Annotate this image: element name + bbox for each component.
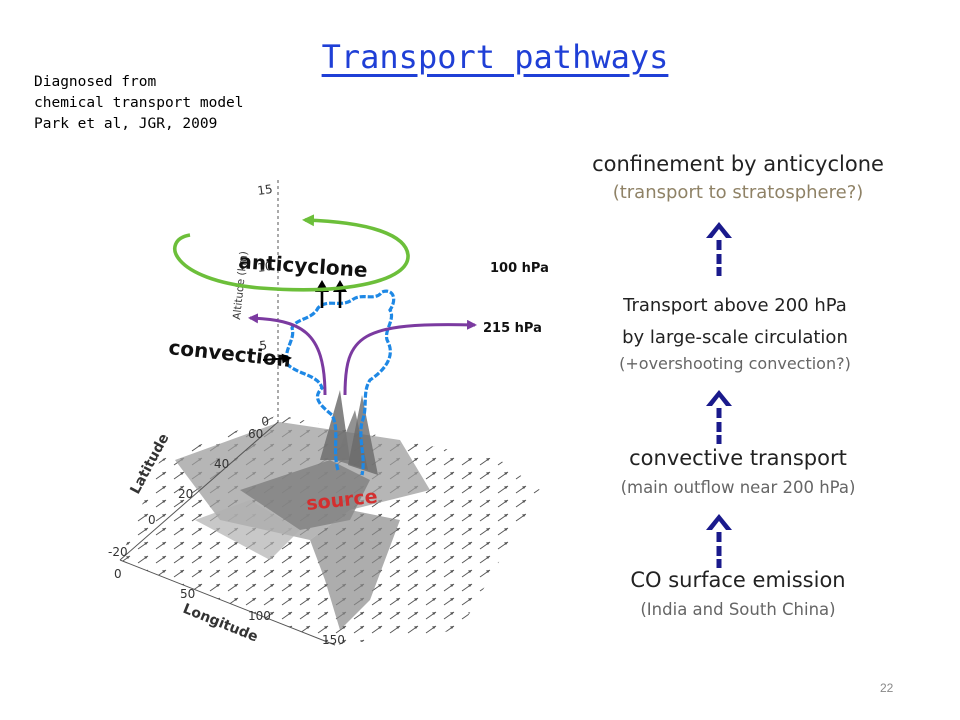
anticyclone-label: anticyclone: [238, 249, 369, 282]
anticyclone-loop: [173, 214, 410, 292]
terrain-surface: [120, 390, 540, 645]
citation-note: Diagnosed from chemical transport model …: [34, 72, 244, 135]
outflow-arrow-left: [248, 313, 327, 396]
longitude-tick-0: 0: [114, 567, 122, 581]
step-subtitle: (+overshooting convection?): [619, 354, 851, 373]
latitude-tick-60: 60: [248, 427, 263, 441]
transport-figure: 15 10 5 0 Altitude (km) 60 40 20 0 -20 L…: [108, 180, 549, 647]
longitude-tick-100: 100: [248, 609, 271, 623]
altitude-tick-10: 10: [256, 259, 273, 275]
step-large-scale-circulation: Transport above 200 hPa by large-scale c…: [520, 290, 950, 373]
up-arrow-icon: [706, 222, 732, 276]
latitude-tick-0: 0: [148, 513, 156, 527]
up-arrow-icon: [706, 514, 732, 568]
page-number: 22: [880, 681, 894, 695]
outflow-arrow-right: [343, 319, 477, 396]
longitude-axis-line: [119, 559, 336, 646]
step-title-line: by large-scale circulation: [622, 327, 848, 348]
latitude-axis-line: [119, 421, 279, 561]
longitude-tick-50: 50: [180, 587, 195, 601]
latitude-tick-minus20: -20: [108, 545, 128, 559]
altitude-tick-5: 5: [258, 338, 268, 353]
latitude-tick-40: 40: [214, 457, 229, 471]
step-subtitle: (transport to stratosphere?): [612, 182, 864, 203]
step-subtitle: (India and South China): [640, 600, 836, 619]
label-215-hpa: 215 hPa: [483, 321, 542, 336]
step-title: confinement by anticyclone: [592, 152, 884, 176]
citation-line: Diagnosed from: [34, 74, 157, 90]
up-arrow-icon: [706, 390, 732, 444]
label-100-hpa: 100 hPa: [490, 261, 549, 276]
step-surface-emission: CO surface emission (India and South Chi…: [518, 568, 958, 619]
step-title-line: Transport above 200 hPa: [623, 295, 847, 316]
citation-line: chemical transport model: [34, 95, 244, 111]
step-title: convective transport: [629, 446, 847, 470]
convection-pointer-arrow: [262, 353, 292, 364]
step-subtitle: (main outflow near 200 hPa): [620, 478, 856, 497]
slide-title: Transport pathways: [321, 38, 669, 76]
altitude-tick-15: 15: [256, 182, 273, 198]
step-title: CO surface emission: [630, 568, 846, 592]
altitude-tick-0: 0: [260, 414, 270, 429]
latitude-tick-20: 20: [178, 487, 193, 501]
convective-plume: [285, 289, 396, 476]
step-anticyclone-confinement: confinement by anticyclone (transport to…: [518, 152, 958, 203]
citation-line: Park et al, JGR, 2009: [34, 116, 218, 132]
step-convective-transport: convective transport (main outflow near …: [518, 446, 958, 497]
longitude-tick-150: 150: [322, 633, 345, 647]
convection-label: convection: [167, 335, 292, 372]
